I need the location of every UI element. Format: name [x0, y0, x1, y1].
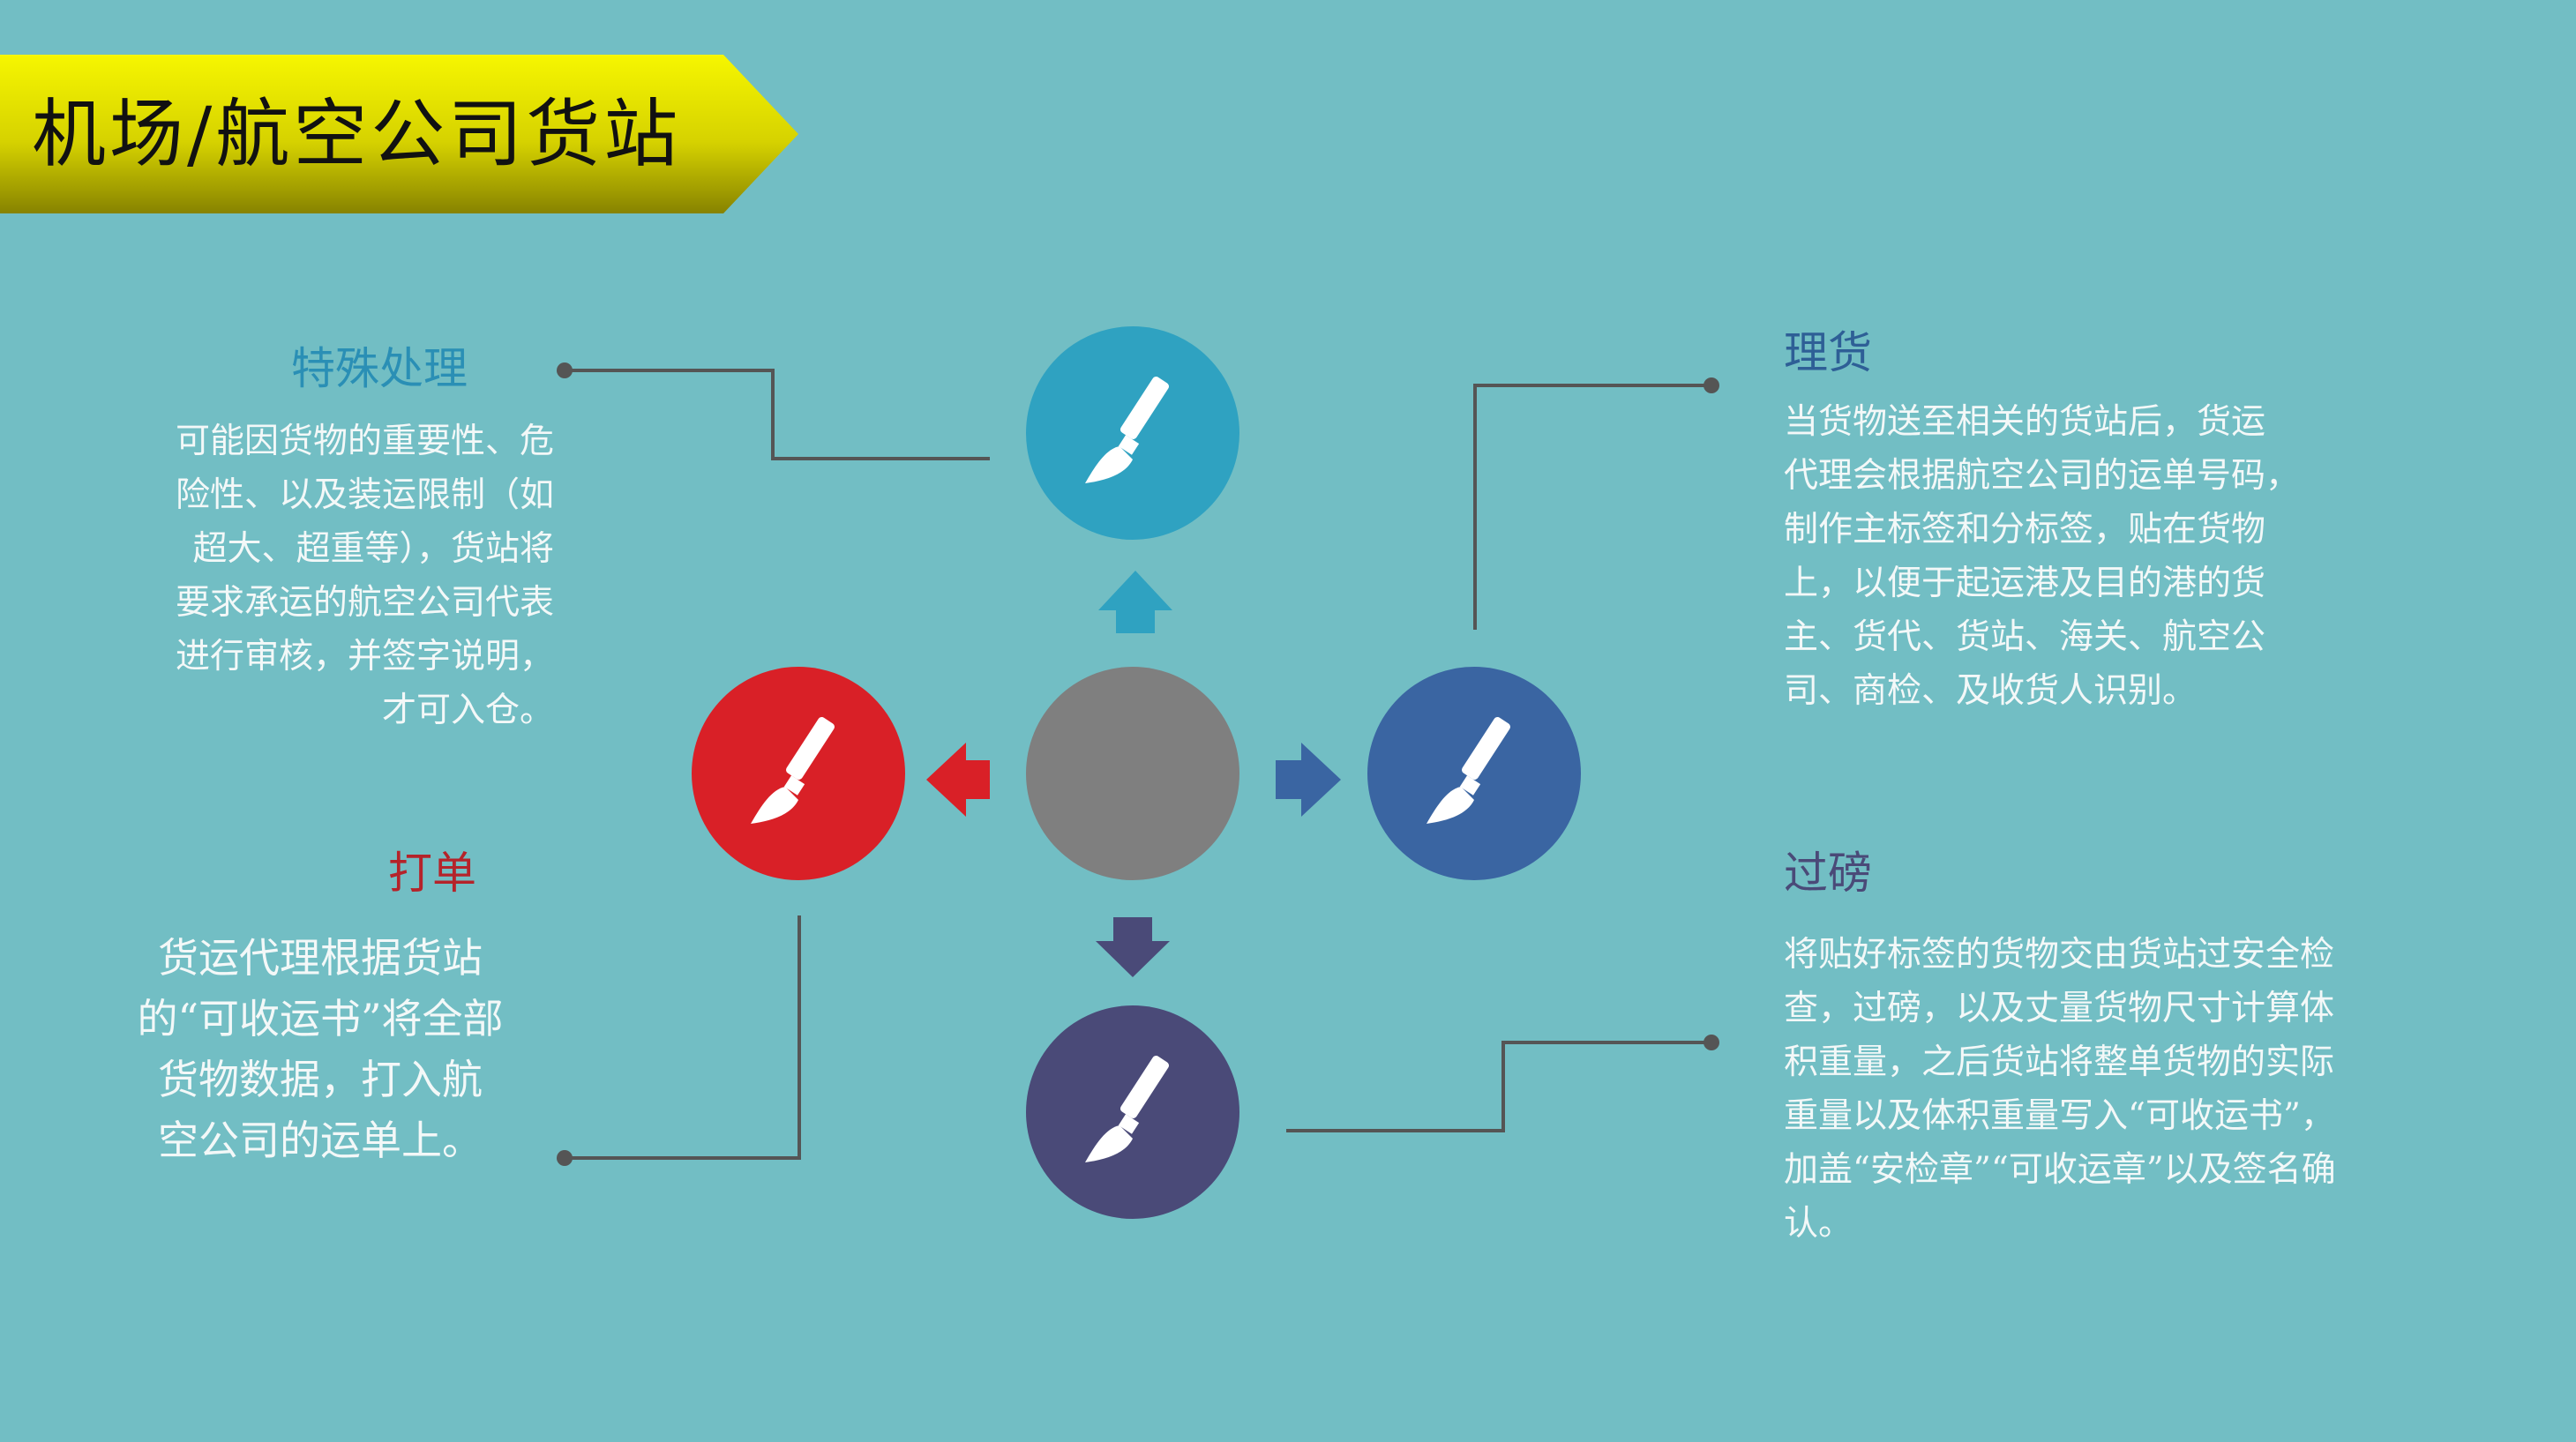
paintbrush-icon [1085, 1056, 1170, 1162]
connector-dot-billing [557, 1150, 573, 1166]
paintbrush-icon [1427, 717, 1511, 824]
arrow-down-icon [1096, 917, 1170, 977]
billing-heading: 打单 [388, 848, 476, 899]
special-text: 可能因货物的重要性、危 险性、以及装运限制（如 超大、超重等），货站将 要求承运… [175, 422, 554, 730]
node-left [692, 667, 905, 880]
connector-special [565, 369, 990, 460]
connector-dot-special [557, 362, 573, 378]
weighing-heading: 过磅 [1784, 848, 1872, 899]
connector-weighing [1286, 1041, 1711, 1132]
paintbrush-icon [751, 717, 835, 824]
weighing-text: 将贴好标签的货物交由货站过安全检 查，过磅，以及丈量货物尺寸计算体 积重量，之后… [1784, 935, 2336, 1244]
connector-billing [565, 915, 801, 1160]
connector-dot-weighing [1704, 1035, 1719, 1050]
paintbrush-icon [1085, 377, 1170, 483]
tally-heading: 理货 [1784, 327, 1872, 378]
node-top [1026, 326, 1239, 540]
page-title: 机场/航空公司货站 [32, 91, 682, 177]
arrow-left-icon [926, 743, 990, 817]
special-heading: 特殊处理 [291, 343, 468, 394]
node-right [1367, 667, 1581, 880]
arrow-right-icon [1276, 743, 1341, 817]
node-center [1026, 667, 1239, 880]
connector-dot-tally [1704, 377, 1719, 393]
connector-tally [1473, 384, 1711, 630]
node-bottom [1026, 1005, 1239, 1219]
arrow-up-icon [1098, 571, 1172, 633]
billing-text: 货运代理根据货站 的“可收运书”将全部 货物数据，打入航 空公司的运单上。 [137, 934, 504, 1164]
title-banner [0, 55, 798, 213]
tally-text: 当货物送至相关的货站后，货运 代理会根据航空公司的运单号码， 制作主标签和分标签… [1784, 402, 2301, 711]
